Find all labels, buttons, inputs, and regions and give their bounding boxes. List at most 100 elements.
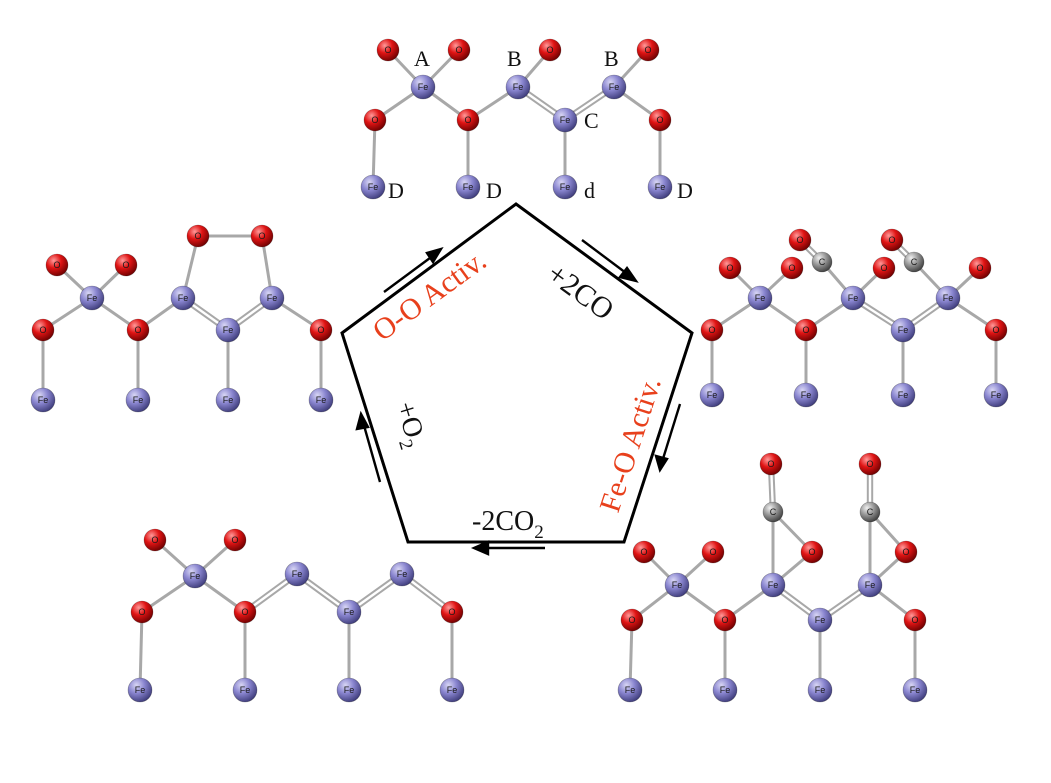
co2-atom-symbol: O <box>911 615 918 625</box>
initial-atom-fe: Fe <box>360 174 386 200</box>
o2ads-atom-symbol: O <box>122 260 129 270</box>
step-label-remove-co2-main: -2CO <box>472 506 534 537</box>
reduced-atom-symbol: Fe <box>344 685 355 695</box>
co-atom-o: O <box>794 318 818 342</box>
co2-atom-o: O <box>800 540 824 564</box>
o2ads-atom-o: O <box>250 224 274 248</box>
initial-atom-symbol: Fe <box>368 182 379 192</box>
co-atom-symbol: O <box>888 235 895 245</box>
co2-atom-o: O <box>894 540 918 564</box>
initial-atom-symbol: O <box>384 45 391 55</box>
co-atom-symbol: O <box>992 325 999 335</box>
co2-atom-o: O <box>620 608 644 632</box>
reduced-atom-symbol: Fe <box>292 569 303 579</box>
co2-atom-symbol: O <box>640 547 647 557</box>
co2-atom-fe: Fe <box>760 572 786 598</box>
co-atom-o: O <box>872 256 896 280</box>
initial-atom-o: O <box>363 108 387 132</box>
reduced-atom-symbol: O <box>448 607 455 617</box>
co-atom-symbol: Fe <box>707 390 718 400</box>
co-atom-symbol: O <box>708 325 715 335</box>
co2-atom-o: O <box>759 452 783 476</box>
initial-atom-symbol: Fe <box>655 182 666 192</box>
o2ads-atom-fe: Fe <box>170 285 196 311</box>
co2-atom-symbol: O <box>628 615 635 625</box>
co-atom-o: O <box>880 228 904 252</box>
o2ads-atom-symbol: Fe <box>133 395 144 405</box>
initial-atom-o: O <box>538 38 562 62</box>
o2ads-atom-o: O <box>45 253 69 277</box>
co-atom-fe: Fe <box>890 382 916 408</box>
co2-atom-symbol: O <box>767 459 774 469</box>
co2-atom-symbol: O <box>902 547 909 557</box>
arrow-add-o2 <box>355 410 382 483</box>
o2ads-atom-symbol: O <box>134 325 141 335</box>
co-atom-fe: Fe <box>935 285 961 311</box>
initial-atom-fe: Fe <box>505 74 531 100</box>
co2-atom-symbol: Fe <box>768 580 779 590</box>
initial-atom-symbol: O <box>546 45 553 55</box>
co-atom-fe: Fe <box>793 382 819 408</box>
co-atom-symbol: Fe <box>991 390 1002 400</box>
o2ads-atom-symbol: Fe <box>38 395 49 405</box>
co2-atom-symbol: O <box>721 615 728 625</box>
reaction-cycle-pentagon <box>340 202 694 544</box>
co2-atom-o: O <box>903 608 927 632</box>
arrow-oo-activation <box>383 246 444 293</box>
initial-atom-symbol: O <box>656 115 663 125</box>
initial-atom-symbol: O <box>464 115 471 125</box>
initial-atom-symbol: Fe <box>513 82 524 92</box>
site-label-d2: D <box>486 178 502 203</box>
co-atom-symbol: Fe <box>801 390 812 400</box>
reduced-atom-fe: Fe <box>336 599 362 625</box>
reduced-atom-symbol: Fe <box>135 685 146 695</box>
o2ads-atom-fe: Fe <box>259 285 285 311</box>
reduced-atom-fe: Fe <box>127 677 153 703</box>
o2ads-atom-fe: Fe <box>215 317 241 343</box>
co-atom-fe: Fe <box>747 285 773 311</box>
site-label-d4: D <box>677 178 693 203</box>
co2-atom-fe: Fe <box>857 572 883 598</box>
co2-atom-symbol: Fe <box>625 685 636 695</box>
co-atom-o: O <box>718 256 742 280</box>
initial-atom-symbol: O <box>644 45 651 55</box>
co-atom-fe: Fe <box>699 382 725 408</box>
arrow-add-co <box>581 239 639 283</box>
co2-atom-o: O <box>632 540 656 564</box>
initial-atom-symbol: Fe <box>463 182 474 192</box>
co-atom-symbol: Fe <box>898 390 909 400</box>
co2-atom-fe: Fe <box>664 572 690 598</box>
step-label-add-o2-sub: 2 <box>394 437 417 452</box>
site-label-b2: B <box>604 46 619 71</box>
reduced-atom-symbol: O <box>231 535 238 545</box>
reduced-atom-o: O <box>130 600 154 624</box>
co2-atom-symbol: Fe <box>672 580 683 590</box>
reduced-atom-o: O <box>143 528 167 552</box>
co-atom-fe: Fe <box>983 382 1009 408</box>
initial-atom-o: O <box>648 108 672 132</box>
o2ads-atom-fe: Fe <box>79 285 105 311</box>
step-label-add-o2-main: +O <box>389 398 429 442</box>
site-label-d1: D <box>388 178 404 203</box>
co-atom-symbol: O <box>796 235 803 245</box>
site-label-c: C <box>584 108 599 133</box>
o2ads-atom-o: O <box>186 224 210 248</box>
o2ads-atom-symbol: O <box>194 231 201 241</box>
site-label-b1: B <box>507 46 522 71</box>
initial-atom-fe: Fe <box>601 74 627 100</box>
initial-atom-fe: Fe <box>552 174 578 200</box>
initial-atom-symbol: O <box>455 45 462 55</box>
o2ads-atom-symbol: Fe <box>223 325 234 335</box>
co2-atom-o: O <box>858 452 882 476</box>
reduced-atom-fe: Fe <box>284 561 310 587</box>
co2-atom-fe: Fe <box>712 677 738 703</box>
reduced-atom-o: O <box>233 600 257 624</box>
co-atom-symbol: Fe <box>898 325 909 335</box>
reduced-atom-symbol: Fe <box>240 685 251 695</box>
co-atom-symbol: Fe <box>943 293 954 303</box>
reduced-atom-symbol: O <box>138 607 145 617</box>
